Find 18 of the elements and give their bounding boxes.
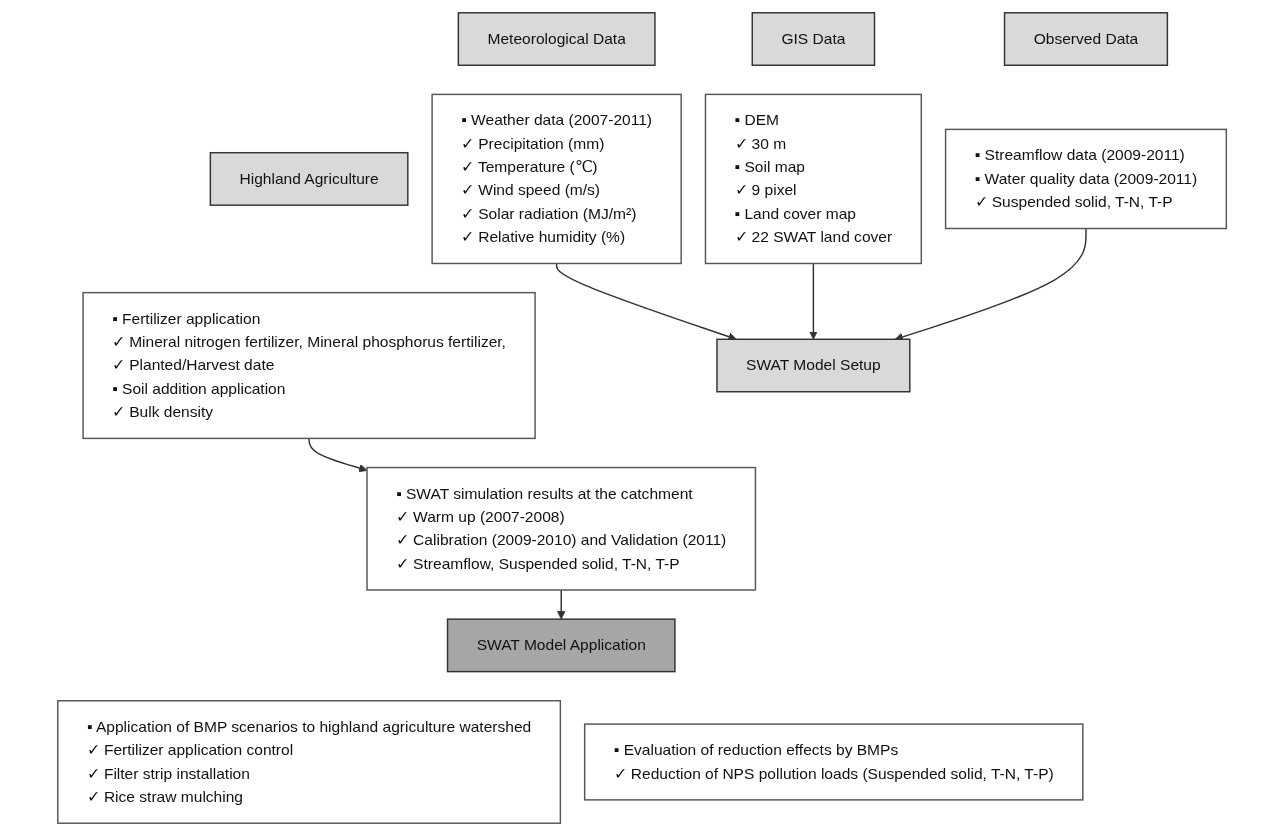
node-box: ▪ Application of BMP scenarios to highland agriculture watershed ✓ Fertilizer application control ✓ Filter strip installation ✓ Rice straw mulching <box>57 700 562 824</box>
node-box: ▪ Weather data (2007-2011) ✓ Precipitation (mm) ✓ Temperature (℃) ✓ Wind speed (m/s) ✓ Solar radiation (MJ/m²) ✓ Relative humidity (%) <box>431 93 683 265</box>
node-box: ▪ SWAT simulation results at the catchment ✓ Warm up (2007-2008) ✓ Calibration (2009-2010) and Validation (2011) ✓ Streamflow, Suspended solid, T-N, T-P <box>366 466 757 591</box>
node-box: SWAT Model Setup <box>716 338 911 393</box>
node-box: ▪ Fertilizer application ✓ Mineral nitrogen fertilizer, Mineral phosphorus fertilizer, ✓ Planted/Harvest date ▪ Soil addition application ✓ Bulk density <box>82 291 537 440</box>
arrow <box>557 589 566 620</box>
node-box: SWAT Model Application <box>447 618 677 673</box>
node-box: ▪ DEM ✓ 30 m ▪ Soil map ✓ 9 pixel ▪ Land cover map ✓ 22 SWAT land cover <box>705 93 923 265</box>
arrow <box>556 262 738 341</box>
node-box: ▪ Streamflow data (2009-2011) ▪ Water quality data (2009-2011) ✓ Suspended solid, T-N, T-P <box>945 128 1228 230</box>
node-box: Observed Data <box>1004 12 1169 66</box>
node-box: Highland Agriculture <box>210 152 409 206</box>
node-box: GIS Data <box>751 12 876 66</box>
node-box: Meteorological Data <box>458 12 657 66</box>
arrow <box>895 227 1088 341</box>
node-box: ▪ Evaluation of reduction effects by BMPs ✓ Reduction of NPS pollution loads (Suspended solid, T-N, T-P) <box>584 723 1084 801</box>
arrow <box>809 262 819 340</box>
arrow <box>308 437 368 473</box>
